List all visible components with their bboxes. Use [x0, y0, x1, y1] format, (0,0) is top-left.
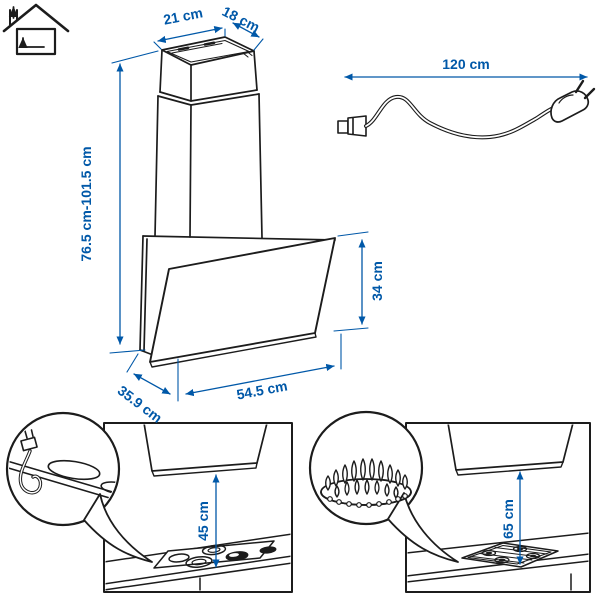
burner [168, 553, 190, 563]
burner-dark [259, 546, 277, 554]
glass-bottom-lip [149, 332, 317, 368]
burner-dark-highlight [229, 553, 239, 557]
gas-burner [525, 552, 541, 560]
glass-height-label: 34 cm [369, 261, 385, 301]
hood-lip-in-panel [455, 461, 564, 476]
plug-pins [24, 429, 34, 439]
inner-flames [334, 479, 399, 499]
canopy-top-edge [142, 235, 336, 241]
dim-depth-arrow [133, 373, 171, 395]
glass-front-panel [149, 237, 336, 363]
power-plug-icon [550, 90, 590, 123]
gas-hob-icon [461, 542, 559, 568]
burner [185, 556, 213, 568]
height-range-label: 76.5 cm-101.5 cm [78, 146, 94, 262]
dim-duct-width-arrow [157, 25, 223, 44]
power-cable-outline [364, 94, 560, 140]
cord-length-label: 120 cm [442, 56, 490, 72]
burner-holes [327, 493, 408, 508]
gas-hob-grate [471, 547, 548, 564]
gas-burner [494, 556, 510, 564]
hood-glass-in-panel [447, 424, 574, 471]
dim-duct-depth-arrow [232, 22, 260, 38]
house-body [15, 27, 57, 56]
hood-glass-in-panel [143, 424, 268, 472]
electric-clearance-label: 45 cm [195, 501, 211, 541]
indoor-air-arrow [18, 37, 45, 48]
gas-burner-cap [485, 551, 493, 555]
gas-burner-flames-icon [320, 458, 412, 508]
callout-tail [387, 492, 459, 563]
duct-upper-edges [159, 49, 258, 102]
duct-corner-detail [242, 50, 253, 58]
house-roof [2, 3, 70, 33]
burner [191, 558, 207, 566]
gas-burner-cap [498, 558, 506, 562]
duct-lower-edges [154, 93, 263, 239]
hood-lip-in-panel [151, 462, 258, 477]
power-plug-detail [558, 94, 574, 104]
hob-zone-closeup [47, 459, 101, 481]
gas-burner-cap [529, 554, 537, 558]
electric-clearance-panel [5, 411, 293, 593]
gas-clearance-label: 65 cm [500, 499, 516, 539]
power-plug-pins [574, 79, 596, 100]
appliance-connector-body [347, 115, 367, 137]
appliance-connector-icon [337, 120, 349, 134]
gas-hob-inner [467, 544, 552, 565]
dim-width-arrow [185, 363, 335, 397]
house-extraction-icon [2, 3, 70, 56]
gas-clearance-panel [308, 410, 591, 593]
power-cord-illustration [337, 79, 596, 140]
hood-illustration [139, 36, 336, 368]
duct-top-rim [161, 36, 255, 66]
power-cable-core [365, 96, 559, 139]
counter-edges [407, 532, 589, 591]
cable-loop-core [19, 450, 42, 494]
duct-bracket [171, 42, 223, 54]
extension-lines [109, 28, 369, 402]
outer-flames [325, 458, 408, 491]
gas-burner [481, 549, 497, 557]
canopy-left-face [139, 235, 148, 352]
plug-icon [20, 436, 38, 452]
dimension-lines [109, 22, 588, 568]
duct-seam-upper [159, 89, 258, 102]
callout-tail [83, 493, 153, 563]
duct-bracket-slots [177, 41, 216, 51]
